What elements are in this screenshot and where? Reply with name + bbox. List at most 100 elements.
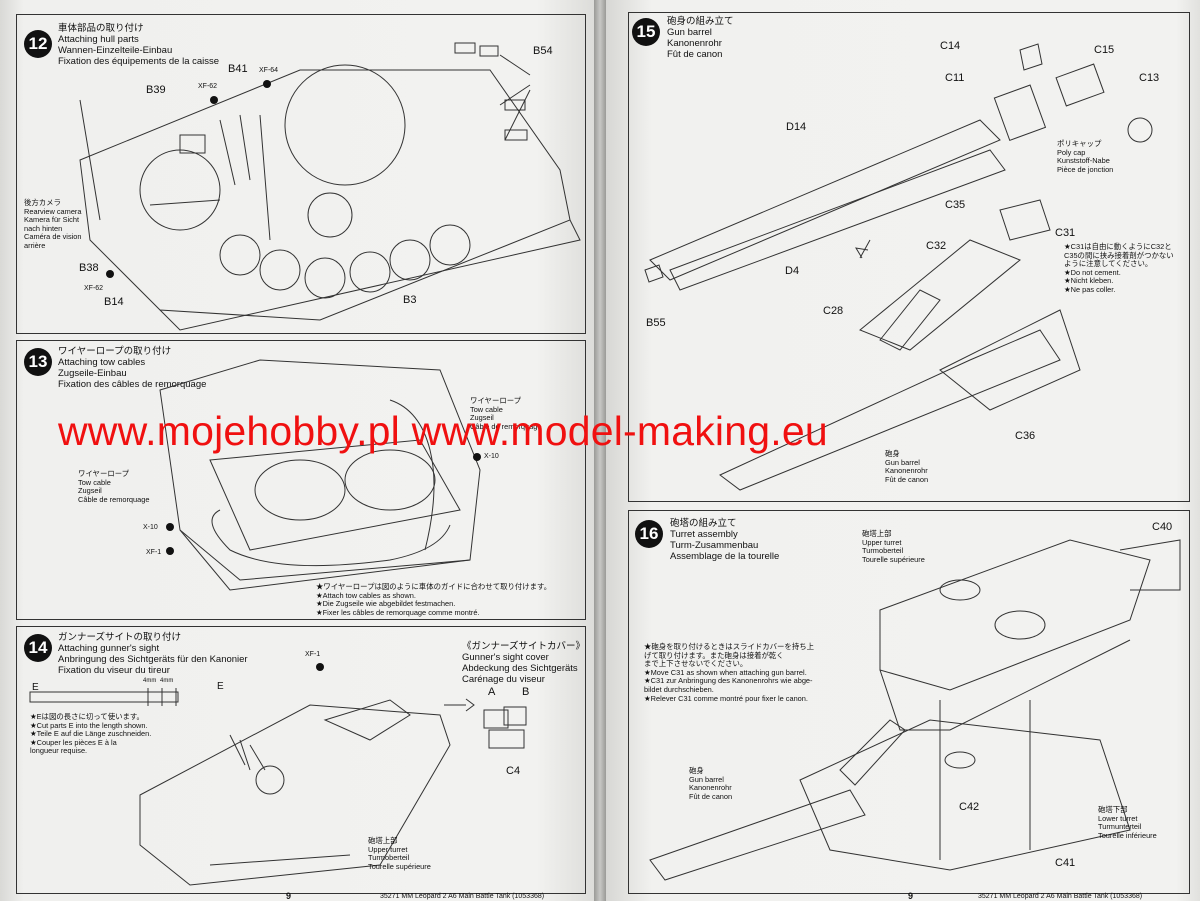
barrel-fr: Fût de canon — [885, 474, 929, 484]
cover-de: Abdeckung des Sichtgeräts — [462, 663, 578, 674]
right-page — [604, 0, 1200, 901]
part-c14: C14 — [940, 40, 961, 52]
left-footer-text: 35271 MM Leopard 2 A6 Main Battle Tank (… — [380, 893, 545, 900]
title-en: Gun barrel — [667, 27, 712, 38]
cut-ja: ★Eは図の長さに切って使います。 — [30, 712, 144, 721]
step-13-number: 13 — [24, 348, 52, 376]
upper-ja: 砲塔上部 — [368, 836, 398, 845]
step-12-title: 車体部品の取り付け Attaching hull parts Wannen-Ei… — [58, 23, 219, 67]
step-15-panel — [628, 12, 1190, 502]
cable-de: Zugseil — [470, 413, 494, 423]
paint-marker — [166, 547, 174, 555]
title-ja: 砲身の組み立て — [667, 16, 734, 27]
paint-x10-a: X-10 — [484, 453, 499, 460]
part-e-cut: E — [32, 682, 39, 693]
binding-gutter — [594, 0, 606, 901]
turret-assembly-drawing — [649, 539, 1181, 881]
polycap-fr: Pièce de jonction — [1057, 164, 1114, 174]
step-16-note: ★砲身を取り付けるときはスライドカバーを持ち上 げて取り付けます。また砲身は接着… — [644, 642, 814, 703]
c31-note: ★C31は自由に動くようにC32と C35の間に挟み接着剤がつかない ように注意… — [1064, 242, 1174, 295]
upper-fr: Tourelle supérieure — [368, 861, 431, 871]
part-c4: C4 — [506, 765, 521, 777]
title-de: Wannen-Einzelteile-Einbau — [58, 45, 173, 56]
upper-ja: 砲塔上部 — [862, 529, 892, 538]
title-en: Attaching gunner's sight — [58, 643, 160, 654]
upper-en: Upper turret — [368, 844, 408, 854]
part-b38: B38 — [79, 262, 99, 274]
camera-fr-2: arrière — [24, 240, 46, 250]
part-b41: B41 — [228, 63, 248, 75]
cable-de: Zugseil — [78, 486, 102, 496]
part-c42: C42 — [959, 801, 980, 813]
step-14-title: ガンナーズサイトの取り付け Attaching gunner's sight A… — [58, 632, 248, 676]
part-d4: D4 — [785, 265, 800, 277]
step-12-panel — [16, 14, 586, 334]
part-b3: B3 — [403, 294, 417, 306]
part-b55: B55 — [646, 317, 666, 329]
c31-fr: ★Ne pas coller. — [1064, 284, 1116, 294]
cable-en: Tow cable — [470, 404, 503, 414]
step-14-panel — [16, 626, 586, 894]
step-14-number: 14 — [24, 634, 52, 662]
lower-fr: Tourelle inférieure — [1098, 830, 1157, 840]
paint-marker — [166, 523, 174, 531]
part-c41: C41 — [1055, 857, 1076, 869]
step-13-panel — [16, 340, 586, 620]
cut-de: ★Teile E auf die Länge zuschneiden. — [30, 729, 152, 739]
lower-en: Lower turret — [1098, 813, 1138, 823]
part-c15: C15 — [1094, 44, 1115, 56]
title-en: Attaching tow cables — [58, 357, 146, 368]
step-12-number: 12 — [24, 30, 52, 58]
barrel-fr: Fût de canon — [689, 791, 733, 801]
cut-fr-2: longueur requise. — [30, 746, 88, 756]
title-fr: Fixation du viseur du tireur — [58, 665, 170, 676]
tow-cable-drawing — [159, 359, 481, 591]
upper-turret-label: 砲塔上部 Upper turret Turmoberteil Tourelle … — [368, 836, 431, 871]
lower-de: Turmunterteil — [1098, 822, 1142, 832]
part-b54: B54 — [533, 45, 553, 57]
c31-ja-2: C35の間に挟み接着剤がつかない — [1064, 250, 1174, 260]
title-fr: Fixation des câbles de remorquage — [58, 379, 207, 390]
note-ja: ★ワイヤーロープは図のように車体のガイドに合わせて取り付けます。 — [316, 582, 552, 591]
barrel-de: Kanonenrohr — [689, 783, 732, 793]
title-de: Turm-Zusammenbau — [670, 540, 759, 551]
camera-en: Rearview camera — [24, 206, 82, 216]
note-en: ★Attach tow cables as shown. — [316, 590, 416, 600]
paint-marker — [263, 80, 271, 88]
part-c35: C35 — [945, 199, 966, 211]
dim-4mm-2: 4mm — [160, 678, 174, 684]
paint-xf64: XF-64 — [259, 67, 279, 74]
title-ja: 車体部品の取り付け — [58, 23, 144, 34]
c31-ja-1: ★C31は自由に動くようにC32と — [1064, 242, 1172, 251]
camera-de-2: nach hinten — [24, 223, 63, 233]
barrel-en: Gun barrel — [885, 457, 920, 467]
left-page-number: 9 — [286, 891, 292, 901]
rearview-camera-label: 後方カメラ Rearview camera Kamera für Sicht n… — [24, 198, 82, 251]
gun-barrel-label: 砲身 Gun barrel Kanonenrohr Fût de canon — [689, 766, 733, 801]
c31-ja-3: ように注意してください。 — [1064, 259, 1153, 269]
right-page-number: 9 — [908, 891, 914, 901]
hull-drawing — [79, 42, 581, 331]
cut-length-diagram — [29, 688, 179, 706]
polycap-de: Kunststoff-Nabe — [1057, 156, 1110, 166]
title-ja: 砲塔の組み立て — [670, 518, 737, 529]
note-ja-1: ★砲身を取り付けるときはスライドカバーを持ち上 — [644, 642, 814, 651]
part-c36: C36 — [1015, 430, 1036, 442]
note-en: ★Move C31 as shown when attaching gun ba… — [644, 667, 807, 677]
step-15-title: 砲身の組み立て Gun barrel Kanonenrohr Fût de ca… — [667, 16, 734, 60]
lower-turret-label: 砲塔下部 Lower turret Turmunterteil Tourelle… — [1098, 805, 1157, 840]
note-ja-2: げて取り付けます。また砲身は接着が乾く — [644, 650, 784, 660]
upper-fr: Tourelle supérieure — [862, 554, 925, 564]
paint-xf62-a: XF-62 — [198, 83, 218, 90]
upper-turret-drawing — [139, 699, 451, 886]
cable-en: Tow cable — [78, 477, 111, 487]
step-13-title: ワイヤーロープの取り付け Attaching tow cables Zugsei… — [58, 346, 206, 390]
title-en: Attaching hull parts — [58, 34, 139, 45]
part-b39: B39 — [146, 84, 166, 96]
paint-marker — [316, 663, 324, 671]
paint-marker — [210, 96, 218, 104]
cut-note: ★Eは図の長さに切って使います。 ★Cut parts E into the l… — [30, 712, 152, 756]
cut-en: ★Cut parts E into the length shown. — [30, 720, 148, 730]
step-13-note: ★ワイヤーロープは図のように車体のガイドに合わせて取り付けます。 ★Attach… — [316, 582, 552, 617]
note-de-1: ★C31 zur Anbringung des Kanonenrohrs wie… — [644, 676, 813, 686]
